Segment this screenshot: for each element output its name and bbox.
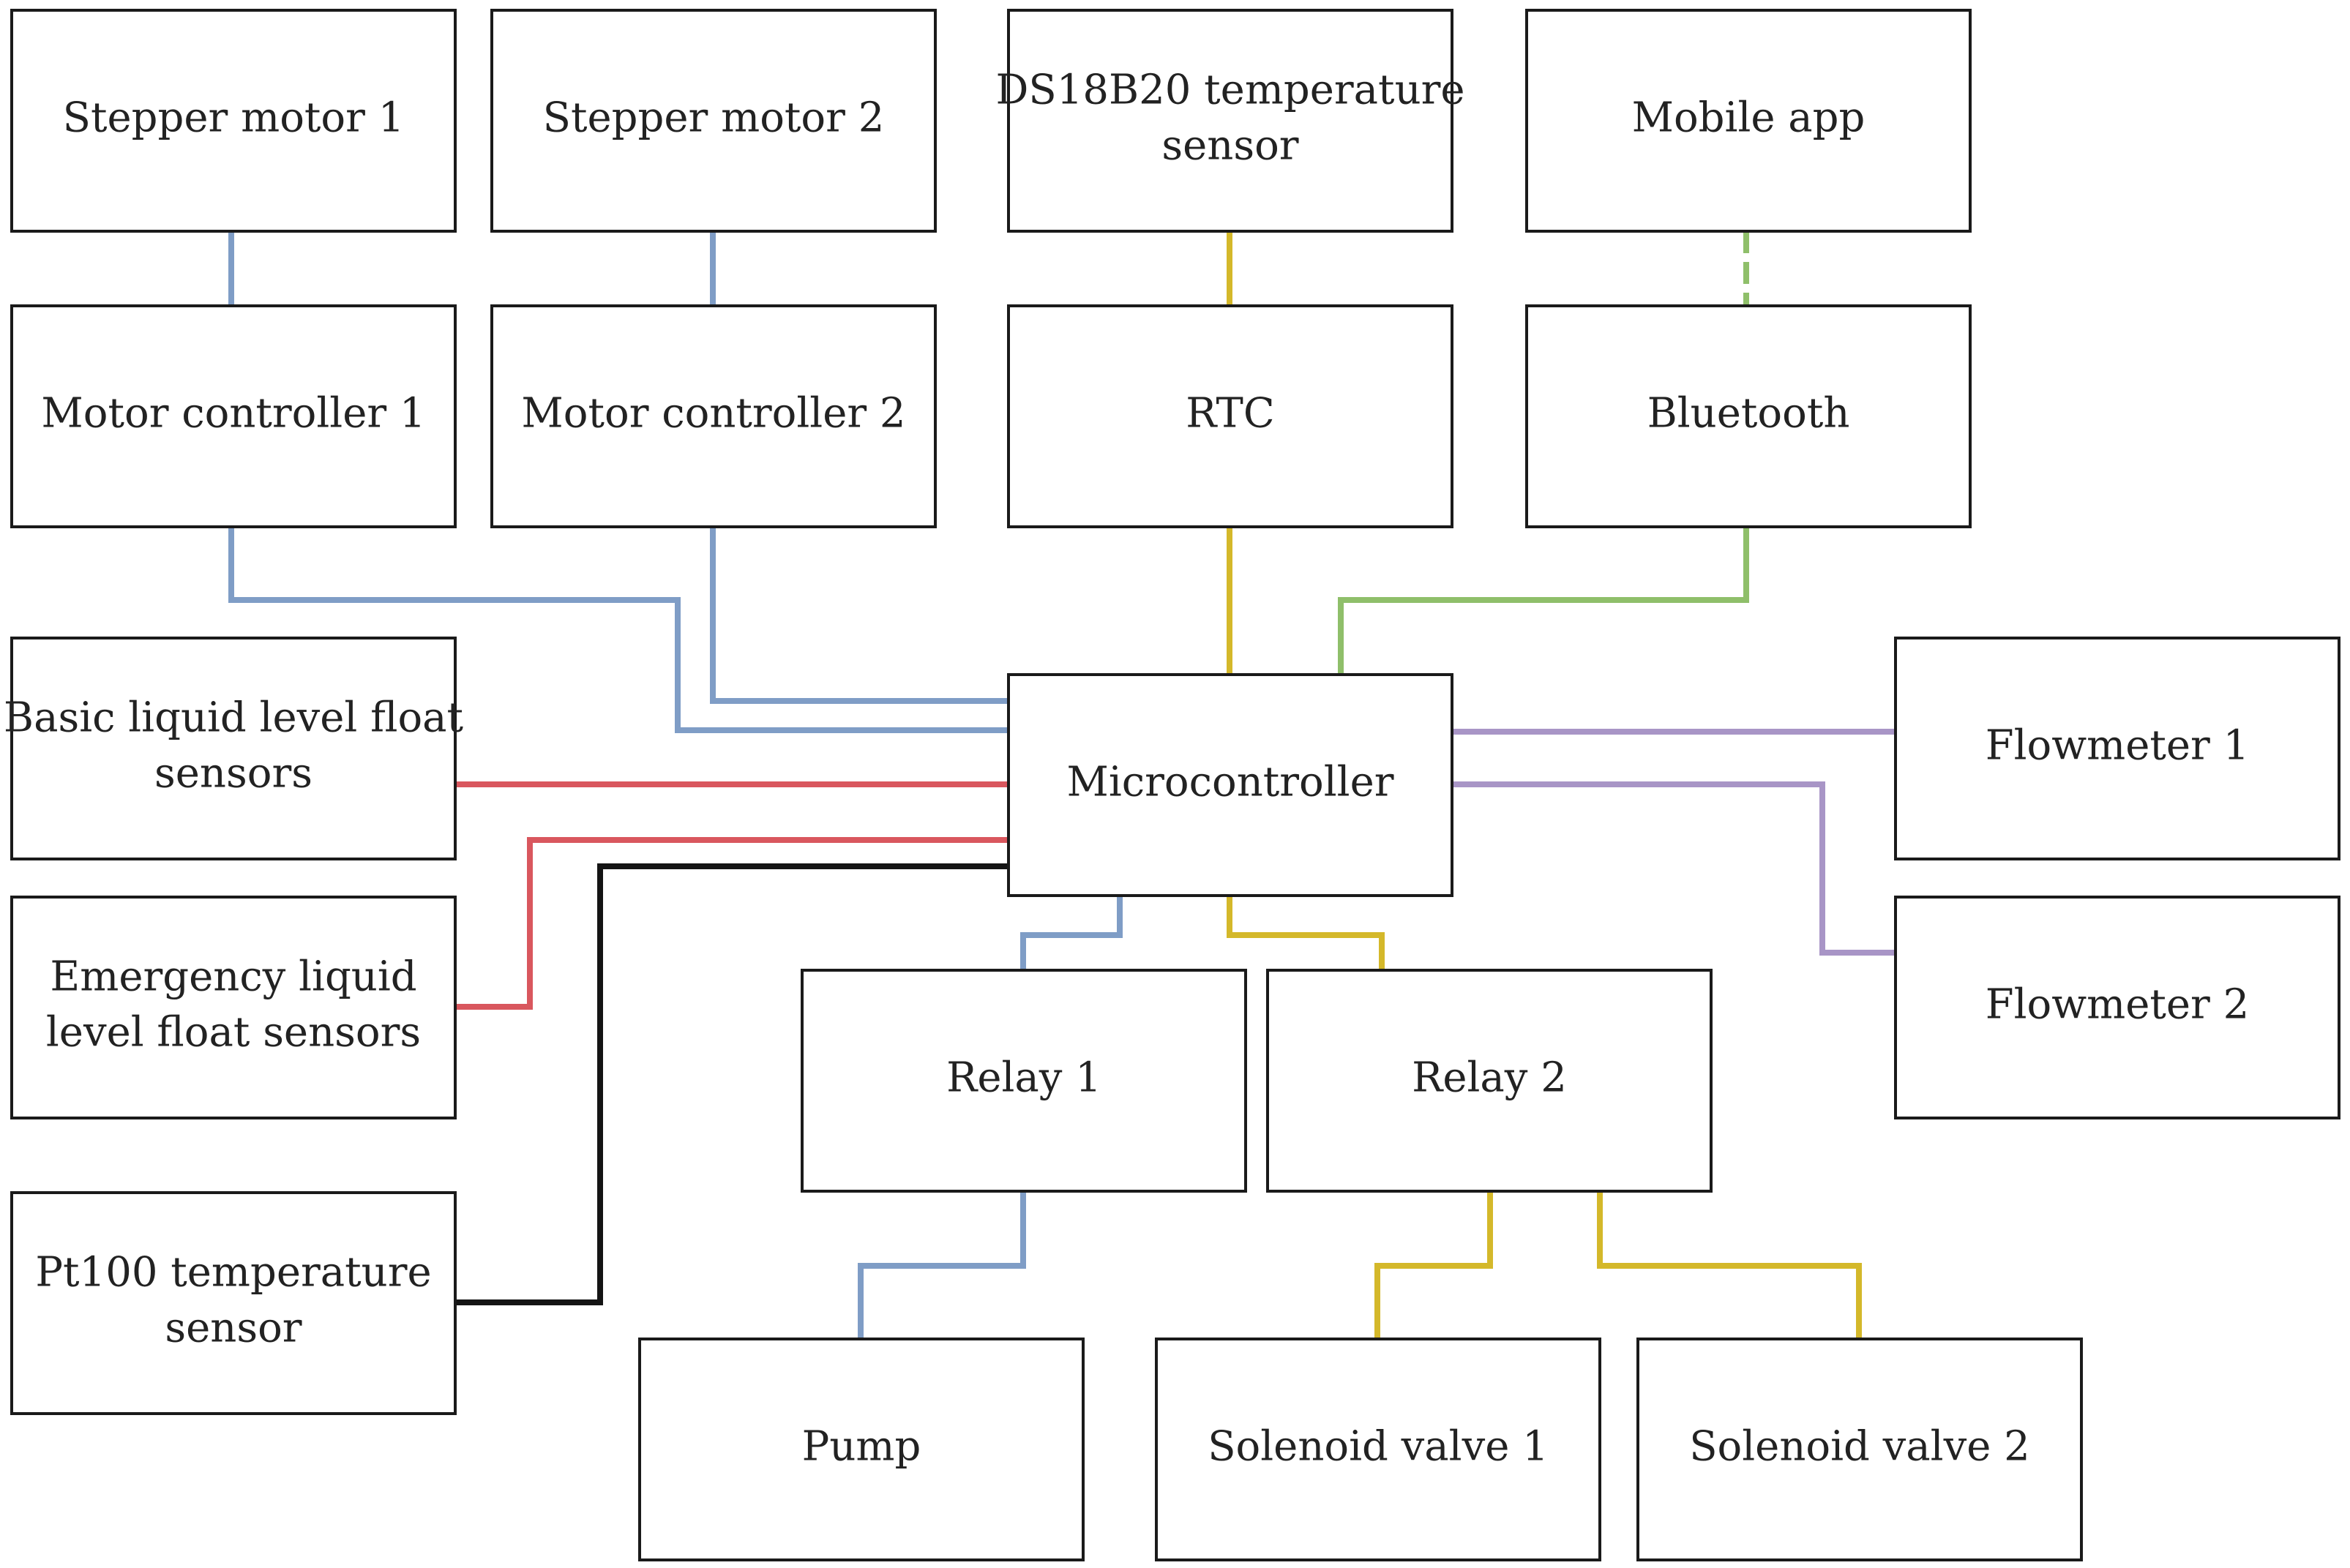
block-micro: Microcontroller: [1007, 673, 1453, 897]
block-label: Stepper motor 2: [543, 94, 885, 142]
block-frame: [10, 1191, 457, 1415]
block-flow1: Flowmeter 1: [1894, 637, 2340, 860]
block-label: RTC: [1186, 390, 1274, 438]
block-frame: [10, 896, 457, 1119]
block-label: Pt100 temperature: [35, 1249, 431, 1297]
block-relay2: Relay 2: [1266, 969, 1713, 1193]
block-emergfloat: Emergency liquid level float sensors: [10, 896, 457, 1119]
connector-mc1-to-micro: [228, 527, 1009, 733]
block-bluetooth: Bluetooth: [1525, 304, 1972, 528]
block-frame: [1525, 9, 1972, 233]
block-rtc: RTC: [1007, 304, 1453, 528]
connector-relay2-to-sol2: [1597, 1191, 1862, 1339]
block-frame: [1894, 637, 2340, 860]
block-frame: [1636, 1338, 2083, 1561]
block-stepper1: Stepper motor 1: [10, 9, 457, 233]
block-sol2: Solenoid valve 2: [1636, 1338, 2083, 1561]
block-frame: [1155, 1338, 1601, 1561]
block-frame: [1007, 9, 1453, 233]
block-frame: [1007, 304, 1453, 528]
blocks-layer: Stepper motor 1 Stepper motor 2 DS18B20 te…: [4, 9, 2340, 1561]
block-sol1: Solenoid valve 1: [1155, 1338, 1601, 1561]
block-pt100: Pt100 temperature sensor: [10, 1191, 457, 1415]
block-label: Motor controller 1: [41, 390, 425, 438]
block-basicfloat: Basic liquid level float sensors: [4, 637, 464, 860]
block-label: sensor: [165, 1305, 302, 1352]
connector-micro-to-relay2: [1227, 896, 1385, 970]
block-frame: [10, 637, 457, 860]
block-label: Bluetooth: [1647, 390, 1850, 438]
block-mc1: Motor controller 1: [10, 304, 457, 528]
block-frame: [638, 1338, 1085, 1561]
block-frame: [1525, 304, 1972, 528]
block-frame: [801, 969, 1247, 1193]
connections-layer: [228, 231, 1896, 1339]
block-mobile: Mobile app: [1525, 9, 1972, 233]
block-frame: [490, 304, 937, 528]
block-relay1: Relay 1: [801, 969, 1247, 1193]
block-flow2: Flowmeter 2: [1894, 896, 2340, 1119]
block-frame: [10, 9, 457, 233]
block-label: Motor controller 2: [521, 390, 905, 438]
connector-relay1-to-pump: [858, 1191, 1026, 1339]
block-label: Mobile app: [1632, 94, 1866, 142]
block-label: DS18B20 temperature: [995, 67, 1464, 114]
block-label: level float sensors: [46, 1009, 421, 1057]
connector-emergfloat-to-micro: [455, 837, 1009, 1010]
block-label: Flowmeter 2: [1986, 981, 2250, 1029]
block-label: Stepper motor 1: [63, 94, 405, 142]
block-frame: [1266, 969, 1713, 1193]
block-frame: [10, 304, 457, 528]
connector-micro-to-relay1: [1020, 896, 1123, 970]
connector-bluetooth-to-micro: [1338, 527, 1749, 675]
block-mc2: Motor controller 2: [490, 304, 937, 528]
connector-pt100-to-micro: [455, 863, 1009, 1305]
block-label: Relay 2: [1412, 1054, 1567, 1102]
block-label: Basic liquid level float: [4, 694, 464, 742]
block-label: Solenoid valve 1: [1208, 1423, 1549, 1471]
block-frame: [1894, 896, 2340, 1119]
connector-micro-to-flow2: [1452, 781, 1896, 956]
connector-relay2-to-sol1: [1374, 1191, 1493, 1339]
block-label: sensor: [1161, 122, 1298, 170]
block-label: Microcontroller: [1067, 759, 1394, 806]
block-label: Solenoid valve 2: [1689, 1423, 2030, 1471]
connector-mc2-to-micro: [710, 527, 1009, 704]
block-label: sensors: [154, 750, 313, 798]
block-frame: [490, 9, 937, 233]
block-label: Relay 1: [946, 1054, 1101, 1102]
block-stepper2: Stepper motor 2: [490, 9, 937, 233]
block-pump: Pump: [638, 1338, 1085, 1561]
block-label: Pump: [802, 1423, 921, 1471]
block-label: Flowmeter 1: [1986, 722, 2250, 770]
block-frame: [1007, 673, 1453, 897]
block-ds18b20: DS18B20 temperature sensor: [995, 9, 1465, 233]
block-label: Emergency liquid: [50, 953, 416, 1001]
